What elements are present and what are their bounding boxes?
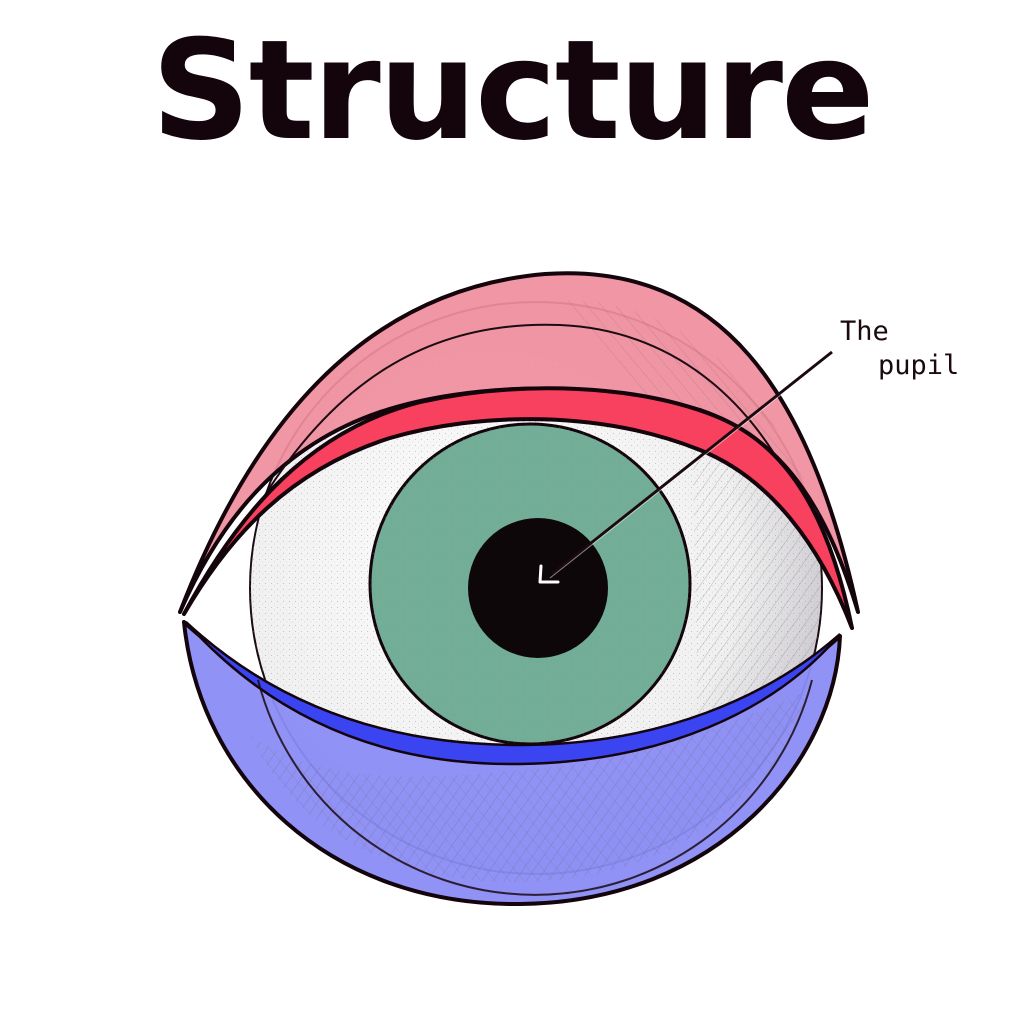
upper-eyelid-fold-hatching bbox=[560, 300, 850, 600]
pointer-arrowhead bbox=[538, 564, 560, 584]
pointer-line-highlight bbox=[549, 355, 831, 579]
upper-eyelid-crease bbox=[182, 386, 854, 630]
eyelid-fold-inner-line bbox=[249, 323, 816, 541]
page-title: Structure bbox=[151, 10, 874, 171]
annotation-line-1: The bbox=[840, 316, 889, 347]
eyeball-lower-outline bbox=[257, 679, 813, 896]
lower-eyelid-hatching-cross bbox=[250, 690, 810, 883]
pupil bbox=[468, 518, 608, 658]
annotation-line-2: pupil bbox=[878, 350, 959, 381]
pointer-line bbox=[551, 350, 833, 576]
lower-eyelid-edge bbox=[185, 621, 841, 766]
